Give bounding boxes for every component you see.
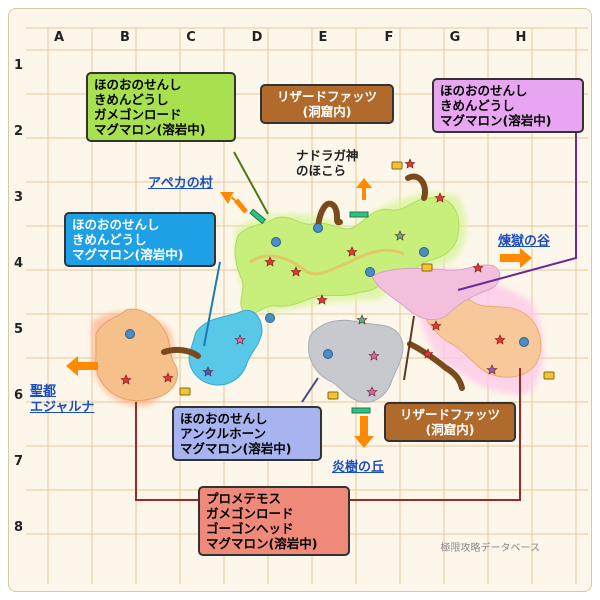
monster-note: (洞窟内) <box>425 422 475 437</box>
monster-box-periwinkle: ほのおのせんし アンクルホーン マグマロン(溶岩中) <box>172 406 322 461</box>
shrine-label-line: ナドラガ神 <box>296 148 359 163</box>
monster-box-salmon: プロメテモス ガメゴンロード ゴーゴンヘッド マグマロン(溶岩中) <box>198 486 350 556</box>
exit-arrows <box>66 178 532 448</box>
region-gray <box>308 319 404 403</box>
row-label-2: 2 <box>14 124 24 139</box>
place-name-line: 聖都 <box>30 384 57 399</box>
shrine-label-line: のほこら <box>296 163 347 178</box>
column-label-f: F <box>384 30 394 45</box>
monster-name: ほのおのせんし <box>94 77 182 92</box>
column-label-d: D <box>251 30 263 45</box>
monster-name: マグマロン(溶岩中) <box>440 113 552 128</box>
cave-paths <box>161 173 465 391</box>
monster-name: リザードファッツ <box>399 407 500 422</box>
row-label-3: 3 <box>14 190 24 205</box>
place-link-rengoku[interactable]: 煉獄の谷 <box>498 234 551 249</box>
save-points <box>125 223 529 359</box>
monster-box-brown-top: リザードファッツ (洞窟内) <box>260 84 394 124</box>
monster-box-violet: ほのおのせんし きめんどうし マグマロン(溶岩中) <box>432 78 584 133</box>
monster-name: ゴーゴンヘッド <box>206 521 294 536</box>
region-blue <box>188 310 263 386</box>
monster-name: ガメゴンロード <box>206 506 294 521</box>
place-name-line: エジャルナ <box>30 400 95 415</box>
place-link-apeka[interactable]: アペカの村 <box>148 176 213 191</box>
monster-box-brown-bottom: リザードファッツ (洞窟内) <box>384 402 516 442</box>
row-label-4: 4 <box>14 256 24 271</box>
monster-name: リザードファッツ <box>276 89 377 104</box>
monster-name: きめんどうし <box>440 98 515 113</box>
monster-box-blue: ほのおのせんし きめんどうし マグマロン(溶岩中) <box>64 212 216 267</box>
region-pink <box>371 264 501 321</box>
row-label-7: 7 <box>14 454 24 469</box>
monster-name: マグマロン(溶岩中) <box>72 247 184 262</box>
monster-name: マグマロン(溶岩中) <box>180 441 292 456</box>
column-label-e: E <box>318 30 328 45</box>
monster-name: きめんどうし <box>94 92 169 107</box>
enemy-stars <box>120 158 506 397</box>
monster-name: きめんどうし <box>72 232 147 247</box>
monster-note: (洞窟内) <box>302 104 352 119</box>
row-label-8: 8 <box>14 520 24 535</box>
watermark: 極限攻略データベース <box>440 543 541 554</box>
column-label-a: A <box>53 30 65 45</box>
row-label-5: 5 <box>14 322 24 337</box>
row-label-1: 1 <box>14 58 24 73</box>
monster-name: ほのおのせんし <box>72 217 160 232</box>
monster-name: マグマロン(溶岩中) <box>94 122 206 137</box>
column-label-b: B <box>120 30 130 45</box>
callout-lines <box>135 132 577 501</box>
place-link-seito[interactable]: 聖都 エジャルナ <box>30 384 94 416</box>
column-label-h: H <box>515 30 527 45</box>
monster-name: アンクルホーン <box>180 426 267 441</box>
column-label-c: C <box>186 30 196 45</box>
monster-name: ほのおのせんし <box>440 83 528 98</box>
column-label-g: G <box>449 30 461 45</box>
shrine-label: ナドラガ神 のほこら <box>296 148 359 178</box>
door-markers <box>249 208 371 414</box>
monster-name: プロメテモス <box>206 491 282 506</box>
monster-name: ほのおのせんし <box>180 411 268 426</box>
monster-box-green: ほのおのせんし きめんどうし ガメゴンロード マグマロン(溶岩中) <box>86 72 236 142</box>
treasure-chest-icons <box>179 161 555 400</box>
row-label-6: 6 <box>14 388 24 403</box>
monster-name: ガメゴンロード <box>94 107 182 122</box>
place-link-enju[interactable]: 炎樹の丘 <box>332 460 385 475</box>
monster-name: マグマロン(溶岩中) <box>206 536 318 551</box>
